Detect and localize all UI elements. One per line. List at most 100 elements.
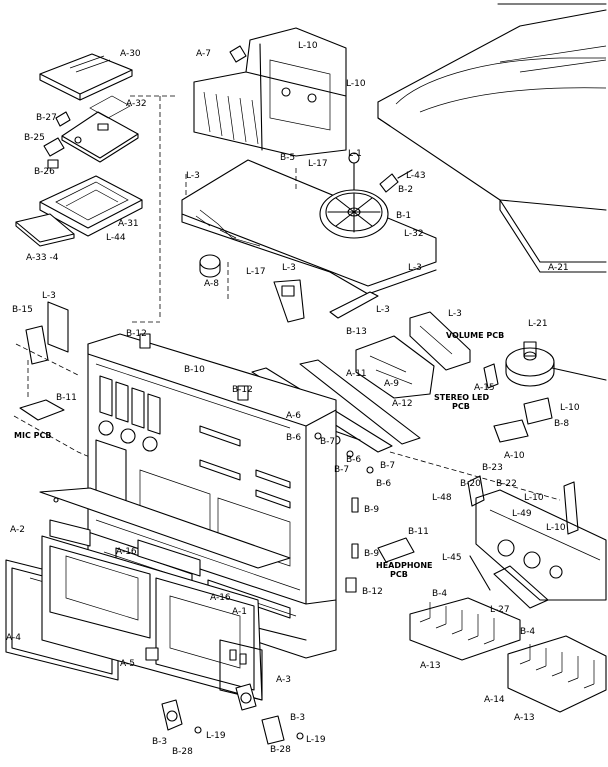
label-l44: L-44: [106, 233, 126, 243]
label-mic-pcb: MIC PCB: [14, 431, 51, 440]
label-b7c: B-7: [380, 461, 395, 471]
label-a9: A-9: [384, 379, 399, 389]
label-l10e: L-10: [546, 523, 566, 533]
label-b3b: B-3: [290, 713, 305, 723]
label-b7a: B-7: [320, 437, 335, 447]
guide-line: [389, 451, 561, 501]
label-l3c: L-3: [408, 263, 422, 273]
label-l10a: L-10: [298, 41, 318, 51]
a32-pcb-assembly: [61, 95, 139, 163]
label-b4b: B-4: [520, 627, 535, 637]
label-a16b: A-16: [210, 593, 231, 603]
label-l17b: L-17: [246, 267, 266, 277]
b3-knob-right: [235, 683, 304, 745]
label-a13a: A-13: [420, 661, 441, 671]
label-b3a: B-3: [152, 737, 167, 747]
label-a14: A-14: [484, 695, 505, 705]
label-l17a: L-17: [308, 159, 328, 169]
label-l19b: L-19: [306, 735, 326, 745]
label-a8: A-8: [204, 279, 219, 289]
label-a11: A-11: [346, 369, 367, 379]
a11-rail: [299, 359, 421, 445]
label-l10d: L-10: [524, 493, 544, 503]
label-b10: B-10: [184, 365, 205, 375]
label-b7b: B-7: [334, 465, 349, 475]
a31-cassette-holder: [39, 175, 143, 237]
label-b6c: B-6: [376, 479, 391, 489]
label-a7: A-7: [196, 49, 211, 59]
label-b22: B-22: [496, 479, 517, 489]
label-b15: B-15: [12, 305, 33, 315]
label-volume-pcb: VOLUME PCB: [446, 331, 504, 340]
label-l3d: L-3: [42, 291, 56, 301]
label-l49: L-49: [512, 509, 532, 519]
mic-pcb: [19, 399, 65, 421]
label-b23: B-23: [482, 463, 503, 473]
label-a10: A-10: [504, 451, 525, 461]
label-b9a: B-9: [364, 505, 379, 515]
label-b20: B-20: [460, 479, 481, 489]
label-a1: A-1: [232, 607, 247, 617]
label-l21: L-21: [528, 319, 548, 329]
label-b9b: B-9: [364, 549, 379, 559]
b3-knob-left: [161, 699, 202, 734]
label-a31: A-31: [118, 219, 139, 229]
stereo-led-pcb: [483, 363, 499, 389]
label-l19a: L-19: [206, 731, 226, 741]
label-b8: B-8: [554, 419, 569, 429]
a13-key-assembly-left: [409, 597, 521, 661]
label-a30: A-30: [120, 49, 141, 59]
label-l32: L-32: [404, 229, 424, 239]
b2-belt: [379, 169, 413, 193]
a9-switch-assembly: [355, 335, 435, 399]
label-a21: A-21: [548, 263, 569, 273]
label-b12c: B-12: [362, 587, 383, 597]
b9-part: [351, 497, 359, 559]
label-b1: B-1: [396, 211, 411, 221]
b5-deck-plate: [181, 159, 437, 295]
label-b2: B-2: [398, 185, 413, 195]
a3-side-cover: [219, 639, 263, 701]
a15-gear: [505, 341, 607, 387]
label-b5: B-5: [280, 153, 295, 163]
label-b11a: B-11: [56, 393, 77, 403]
label-b28a: B-28: [172, 747, 193, 757]
b6-b7-screws: [314, 432, 374, 474]
label-b12b: B-12: [232, 385, 253, 395]
label-b4a: B-4: [432, 589, 447, 599]
label-a32: A-32: [126, 99, 147, 109]
label-l43: L-43: [406, 171, 426, 181]
volume-pcb: [409, 311, 471, 371]
b12-bracket: [139, 333, 357, 593]
right-mechanism: [467, 475, 607, 609]
a10-block: [493, 419, 529, 443]
a16-window-left: [49, 519, 201, 577]
l17-bracket: [273, 279, 305, 323]
label-a13b: A-13: [514, 713, 535, 723]
label-a5: A-5: [120, 659, 135, 669]
label-b11b: B-11: [408, 527, 429, 537]
label-b25: B-25: [24, 133, 45, 143]
label-l48: L-48: [432, 493, 452, 503]
label-l3b: L-3: [282, 263, 296, 273]
b25-b26-parts: [43, 111, 71, 169]
label-l3f: L-3: [448, 309, 462, 319]
label-a6: A-6: [286, 411, 301, 421]
label-b13: B-13: [346, 327, 367, 337]
a13-key-assembly-right: [507, 635, 607, 713]
label-a33: A-33 -4: [26, 253, 59, 263]
a30-cassette-lid: [39, 53, 133, 101]
part-labels: A-30 A-32 B-27 B-25 B-26 A-31 L-44 A-33 …: [6, 41, 580, 757]
label-a2: A-2: [10, 525, 25, 535]
label-l3e: L-3: [376, 305, 390, 315]
label-b28b: B-28: [270, 745, 291, 755]
label-a3: A-3: [276, 675, 291, 685]
label-b12a: B-12: [126, 329, 147, 339]
a2-front-panel: [39, 487, 291, 569]
label-l27: L-27: [490, 605, 510, 615]
headphone-pcb: [377, 537, 415, 563]
